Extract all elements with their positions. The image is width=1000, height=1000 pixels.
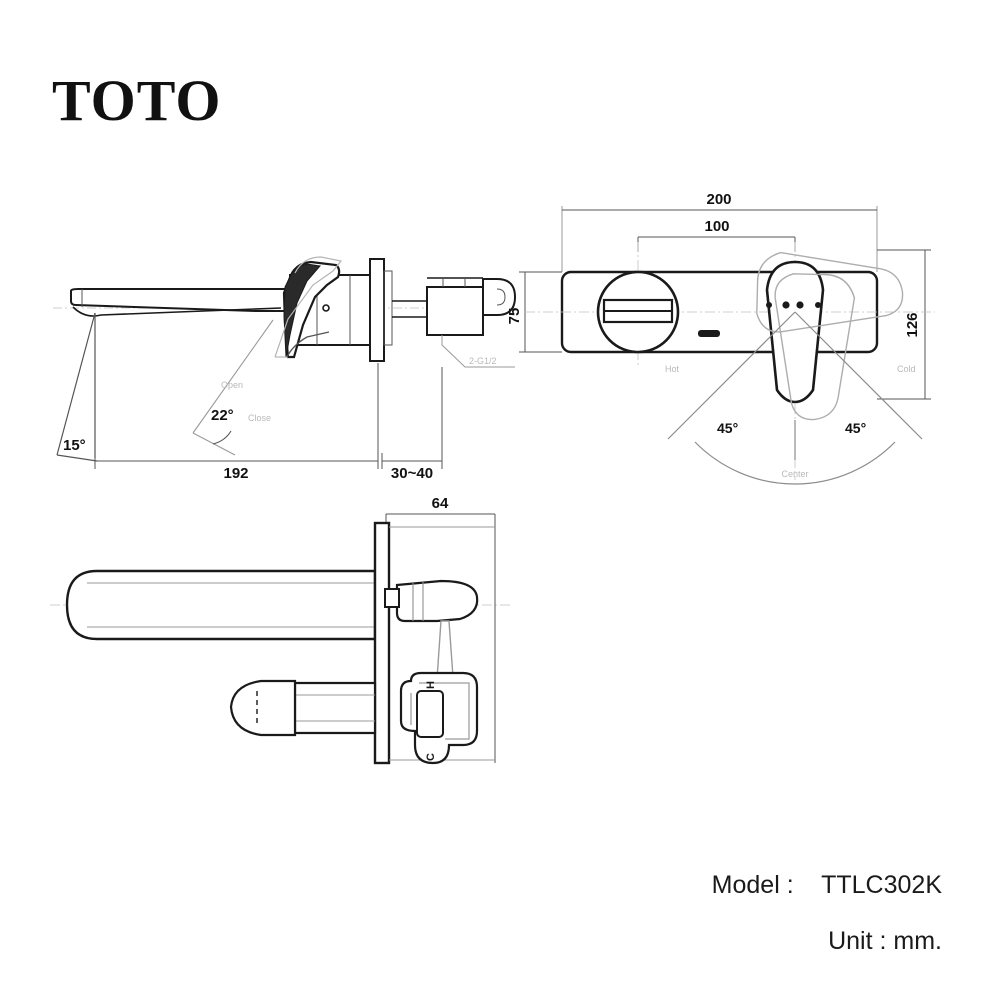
stem-nut-plan xyxy=(384,588,400,608)
model-label: Model : xyxy=(711,870,794,899)
swing-right-angle-label: 45° xyxy=(845,420,866,436)
plate-plan-outline xyxy=(373,521,391,765)
dim-200-label: 200 xyxy=(706,191,731,208)
dim-192-label: 192 xyxy=(223,465,248,482)
inlet-connector-block xyxy=(426,286,484,336)
riser-plan xyxy=(436,620,454,680)
toto-brand-logo: TOTO xyxy=(52,68,222,133)
inlet-thread-leader xyxy=(441,335,515,368)
unit-line: Unit : mm. xyxy=(712,928,942,954)
dim-100-line xyxy=(637,236,796,252)
dim-75-label: 75 xyxy=(506,308,523,325)
lever-close-label: Close xyxy=(248,413,271,423)
lever-ghost-outline xyxy=(274,256,343,358)
spout-plan-inner xyxy=(87,582,375,628)
body-screw-dot xyxy=(322,304,330,312)
lever-front-dots xyxy=(766,301,821,309)
front-elevation-view: 200 100 75 126 xyxy=(506,191,935,485)
angle-22-construction xyxy=(192,319,274,456)
lever-swing-ghosts xyxy=(756,251,904,421)
dim-200-extensions xyxy=(561,206,878,272)
hot-side-label: Hot xyxy=(665,364,680,374)
lever-handle-outline xyxy=(282,260,341,359)
model-line: Model : TTLC302K xyxy=(711,870,942,899)
unit-value: mm. xyxy=(893,926,942,955)
swing-range-sector xyxy=(667,311,923,485)
wall-plate-flange xyxy=(369,258,385,362)
manifold-plan-inner xyxy=(410,682,470,740)
hot-inlet-mark: H xyxy=(425,681,437,689)
swing-left-angle-label: 45° xyxy=(717,420,738,436)
unit-label: Unit : xyxy=(828,926,887,955)
dim-3040-label: 30~40 xyxy=(391,465,433,482)
spout-lower-edge xyxy=(72,306,282,317)
cartridge-stem-inner xyxy=(412,582,424,621)
angle-15-label: 15° xyxy=(63,437,86,454)
drawing-footer: Model : TTLC302K Unit : mm. xyxy=(711,870,942,955)
flange-thin-lines xyxy=(383,270,393,346)
dim-126-label: 126 xyxy=(904,312,921,337)
angle-15-construction xyxy=(56,312,98,462)
lever-open-label: Open xyxy=(221,380,243,390)
inlet-stub-lines xyxy=(392,277,483,318)
model-value: TTLC302K xyxy=(821,870,942,899)
plan-top-view: 64 xyxy=(50,495,510,765)
dim-64-label: 64 xyxy=(432,495,449,512)
cold-side-label: Cold xyxy=(897,364,916,374)
dim-126-line xyxy=(877,249,931,400)
spout-plan-outline xyxy=(65,569,377,641)
lever-front-profile xyxy=(765,260,825,404)
angle-22-label: 22° xyxy=(211,407,234,424)
manifold-window xyxy=(416,690,444,738)
aerator-cap-plan xyxy=(229,679,297,737)
inlet-tube-plan xyxy=(293,681,377,735)
inlet-thread-callout: 2-G1/2 xyxy=(469,356,497,366)
dim-192-line xyxy=(94,363,379,469)
dim-3040-line xyxy=(381,367,443,469)
dim-100-label: 100 xyxy=(704,218,729,235)
inlet-cap-outline xyxy=(482,278,517,316)
inlet-cap-inner xyxy=(442,278,506,306)
cold-inlet-mark: C xyxy=(425,753,437,761)
indicator-bar xyxy=(698,330,720,337)
center-position-label: Center xyxy=(781,469,808,479)
cartridge-stem-plan xyxy=(395,579,479,623)
lever-sweep-arc xyxy=(286,331,330,358)
side-elevation-view: 2-G1/2 15° 22° Open Close 192 xyxy=(53,256,517,482)
spout-outline xyxy=(70,288,291,312)
